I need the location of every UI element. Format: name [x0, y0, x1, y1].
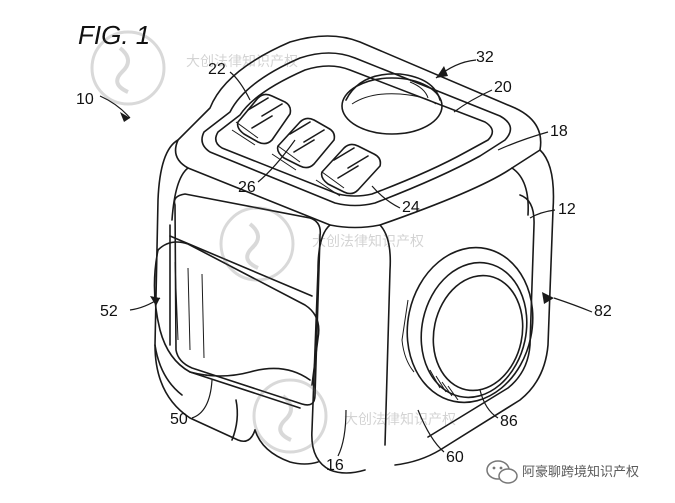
seal-text: 大创法律知识产权 [186, 53, 298, 70]
figure-title: FIG. 1 [78, 20, 150, 50]
ref-22: 22 [208, 61, 226, 78]
ref-26: 26 [238, 179, 256, 196]
ref-50: 50 [170, 411, 188, 428]
reference-numerals: FIG. 1 10 22 32 20 18 12 26 24 82 52 50 … [76, 20, 612, 474]
rocker-switch [153, 235, 320, 409]
seal-text: 大创法律知识产权 [312, 233, 424, 250]
wechat-icon [486, 460, 518, 484]
ref-24: 24 [402, 199, 420, 216]
ref-32: 32 [476, 49, 494, 66]
joystick-button [401, 246, 534, 404]
ref-82: 82 [594, 303, 612, 320]
toggle-switches [231, 93, 382, 197]
caption-text: 阿豪聊跨境知识产权 [522, 464, 639, 480]
cube-body [154, 35, 555, 474]
ref-52: 52 [100, 303, 118, 320]
ref-86: 86 [500, 413, 518, 430]
leader-lines [99, 59, 593, 457]
ref-10: 10 [76, 91, 94, 108]
seal-logo [252, 378, 328, 454]
watermark-seals: 大创法律知识产权 大创法律知识产权 大创法律知识产权 [90, 30, 456, 454]
ref-18: 18 [550, 123, 568, 140]
ref-20: 20 [494, 79, 512, 96]
seal-logo [219, 206, 295, 282]
rolling-ball [341, 73, 443, 135]
ref-12: 12 [558, 201, 576, 218]
ref-60: 60 [446, 449, 464, 466]
seal-logo [90, 30, 166, 106]
seal-text: 大创法律知识产权 [344, 411, 456, 428]
caption-watermark: 阿豪聊跨境知识产权 [486, 460, 639, 484]
ref-16: 16 [326, 457, 344, 474]
arrowheads [120, 66, 554, 306]
